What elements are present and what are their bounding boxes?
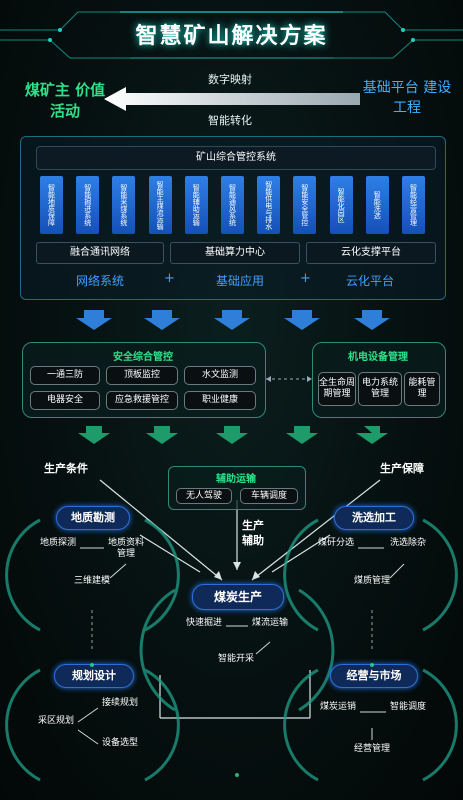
- market-node: 煤炭运销: [319, 702, 356, 712]
- ring-decorations: [5, 518, 458, 782]
- aux-item: 车辆调度: [240, 488, 298, 504]
- category-cloud: 云化平台: [345, 274, 394, 288]
- safety-item: 顶板监控: [106, 366, 178, 385]
- module-column: 智能通风系统: [221, 176, 244, 234]
- planning-node: 采区规划: [37, 716, 74, 726]
- safety-item: 水文监测: [184, 366, 256, 385]
- page-title: 智慧矿山解决方案: [135, 24, 328, 49]
- equipment-item: 能耗管理: [404, 372, 440, 406]
- glow-dots: [90, 663, 374, 777]
- geology-node: 地质探测: [39, 538, 76, 548]
- module-column: 智能化园区: [329, 176, 353, 234]
- planning-pill: 规划设计: [54, 664, 134, 688]
- aux-item: 无人驾驶: [176, 488, 232, 504]
- safety-item: 一通三防: [30, 366, 100, 385]
- platform-network: 融合通讯网络: [36, 242, 164, 264]
- module-column: 智能辅助运输: [184, 176, 208, 234]
- aux-transport-title: 辅助运输: [216, 474, 256, 485]
- module-column: 智能主煤流运输: [148, 176, 172, 234]
- system-title: 矿山综合管控系统: [36, 146, 436, 170]
- market-pill: 经营与市场: [330, 664, 418, 688]
- arrow-top-label: 数字映射: [208, 73, 252, 86]
- washing-node: 煤矸分选: [317, 538, 354, 548]
- market-node: 智能调度: [389, 702, 426, 712]
- plus-sign: +: [300, 271, 311, 286]
- safety-title: 安全综合管控: [113, 352, 173, 363]
- planning-node: 接续规划: [101, 698, 138, 708]
- down-arrows-row1: [76, 310, 390, 330]
- arrow-bottom-label: 智能转化: [208, 114, 252, 127]
- category-basic: 基础应用: [215, 274, 264, 288]
- geology-node: 三维建模: [73, 576, 110, 586]
- platform-project-label: 基础平台 建设工程: [362, 80, 452, 116]
- transform-arrow: [104, 87, 360, 111]
- module-column: 智能经营管理: [402, 176, 425, 234]
- category-network: 网络系统: [75, 274, 124, 288]
- production-support-label: 生产保障: [380, 462, 424, 475]
- production-aux-label: 生产 辅助: [242, 519, 264, 547]
- production-condition-label: 生产条件: [44, 462, 88, 475]
- module-column: 智能供电与排水: [257, 176, 281, 234]
- plus-sign: +: [164, 271, 175, 286]
- down-arrows-row2: [78, 426, 388, 444]
- geology-node: 地质资料管理: [107, 538, 144, 559]
- washing-pill: 洗选加工: [334, 506, 414, 530]
- coal-node: 煤流运输: [251, 618, 288, 628]
- node-arrows: [77, 547, 405, 745]
- safety-item: 电器安全: [30, 391, 100, 410]
- module-column: 智能掘进系统: [76, 176, 100, 234]
- module-column: 智能安全管控: [293, 176, 317, 234]
- geology-pill: 地质勘测: [56, 506, 130, 530]
- coal-node: 快速掘进: [185, 618, 222, 628]
- platform-compute: 基础算力中心: [170, 242, 300, 264]
- equipment-title: 机电设备管理: [348, 352, 408, 363]
- washing-node: 洗选除杂: [389, 538, 426, 548]
- washing-node: 煤质管理: [353, 576, 390, 586]
- module-column: 智能地质保障: [40, 176, 63, 234]
- safety-item: 应急救援管控: [106, 391, 178, 410]
- value-activity-text: 煤矿主 价值活动: [24, 81, 106, 120]
- planning-node: 设备选型: [101, 738, 138, 748]
- equipment-item: 电力系统管理: [358, 372, 402, 406]
- module-column: 智能采煤系统: [112, 176, 136, 234]
- coal-node: 智能开采: [217, 654, 254, 664]
- platform-cloud: 云化支撑平台: [306, 242, 436, 264]
- module-column: 智能洗选: [365, 176, 389, 234]
- coal-production-pill: 煤炭生产: [192, 584, 284, 610]
- safety-item: 职业健康: [184, 391, 256, 410]
- market-node: 经营管理: [353, 744, 390, 754]
- value-activity-label: 煤矿主 价值活动: [20, 80, 110, 122]
- equipment-item: 全生命周期管理: [318, 372, 356, 406]
- dashed-connector: [266, 376, 312, 382]
